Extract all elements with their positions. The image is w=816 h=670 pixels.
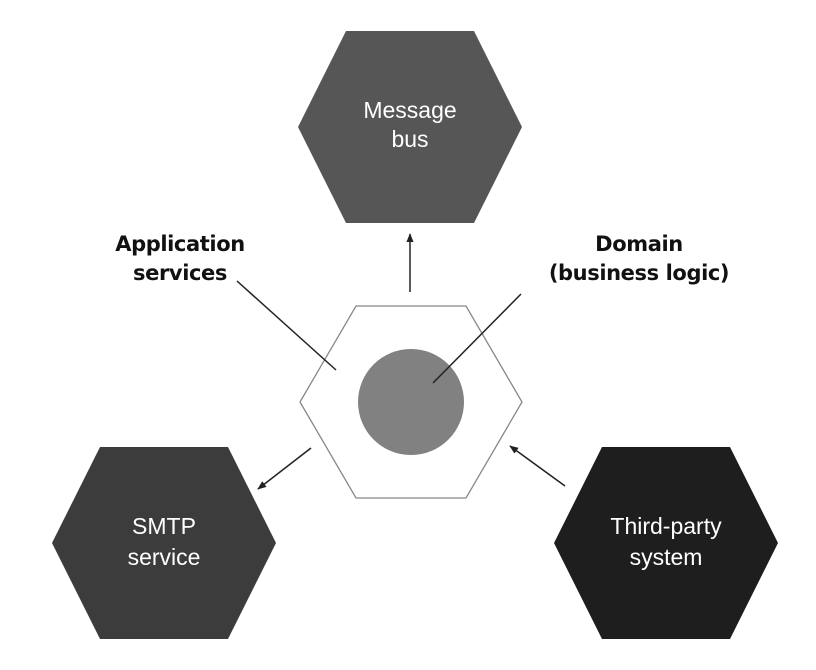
message-bus-node: Message bus: [298, 31, 522, 223]
application-core-node: [299, 305, 523, 499]
application-services-leader-line: [236, 280, 337, 371]
application-services-label-line2: services: [133, 261, 227, 285]
message-bus-label-line2: bus: [391, 126, 428, 152]
smtp-service-label-line1: SMTP: [132, 513, 196, 539]
domain-leader-line: [432, 293, 522, 384]
smtp-service-node: SMTP service: [52, 447, 276, 639]
domain-label-line1: Domain: [595, 232, 683, 256]
third-party-system-hexagon: [554, 447, 778, 639]
third-party-system-node: Third-party system: [554, 447, 778, 639]
message-bus-hexagon: [298, 31, 522, 223]
third-party-system-label-line1: Third-party: [610, 513, 722, 539]
smtp-service-hexagon: [52, 447, 276, 639]
third-party-system-label-line2: system: [630, 544, 703, 570]
domain-label-line2: (business logic): [549, 261, 729, 285]
domain-circle: [358, 349, 464, 455]
arrow-to-smtp-service: [257, 447, 312, 490]
application-services-callout: Application services: [115, 232, 245, 285]
message-bus-label-line1: Message: [363, 97, 456, 123]
arrow-from-third-party-system: [509, 445, 566, 487]
application-services-label-line1: Application: [115, 232, 245, 256]
smtp-service-label-line2: service: [128, 544, 201, 570]
domain-callout: Domain (business logic): [549, 232, 730, 285]
